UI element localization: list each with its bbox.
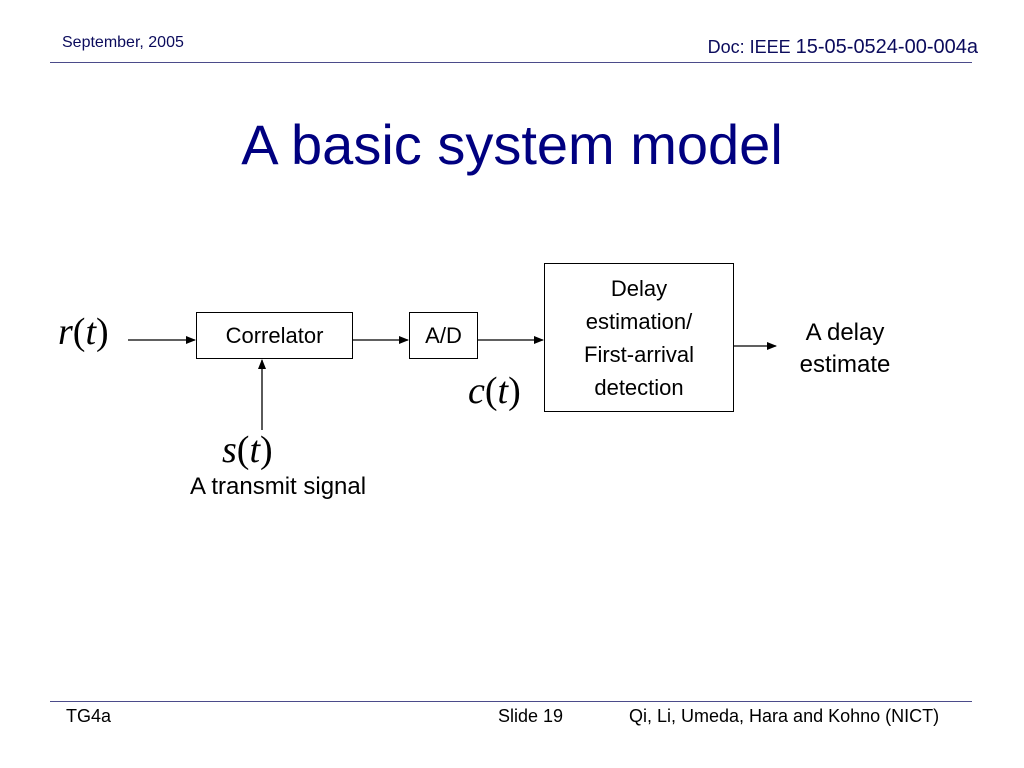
footer-authors: Qi, Li, Umeda, Hara and Kohno (NICT) (629, 706, 940, 726)
slide-title: A basic system model (241, 113, 783, 176)
header-doc-number: 15-05-0524-00-004a (795, 36, 978, 58)
ad-block: A/D (409, 312, 478, 359)
delay-estimation-block: Delay estimation/ First-arrival detectio… (544, 263, 734, 412)
delay-label-line-4: detection (594, 374, 684, 400)
footer-rule (50, 701, 972, 702)
input-signal-label: r(t) (58, 311, 109, 353)
delay-label-line-2: estimation/ (585, 308, 693, 334)
transmit-signal-label: A transmit signal (190, 473, 367, 500)
delay-label-line-1: Delay (610, 275, 668, 301)
correlator-label: Correlator (225, 322, 324, 348)
header-doc-prefix: Doc: IEEE (707, 37, 791, 57)
delay-label-line-3: First-arrival (584, 341, 694, 367)
output-label-line-2: estimate (799, 351, 891, 378)
header-rule (50, 62, 972, 63)
footer-left: TG4a (66, 706, 112, 726)
sampled-signal-label: c(t) (468, 370, 521, 412)
reference-signal-label: s(t) (222, 429, 273, 471)
header-date: September, 2005 (62, 34, 184, 51)
output-label-line-1: A delay (805, 319, 885, 346)
header-doc: Doc: IEEE 15-05-0524-00-004a (708, 36, 978, 59)
ad-label: A/D (425, 322, 462, 348)
correlator-block: Correlator (196, 312, 353, 359)
output-label: A delay estimate (788, 317, 902, 381)
footer-slide-number: Slide 19 (498, 706, 564, 726)
